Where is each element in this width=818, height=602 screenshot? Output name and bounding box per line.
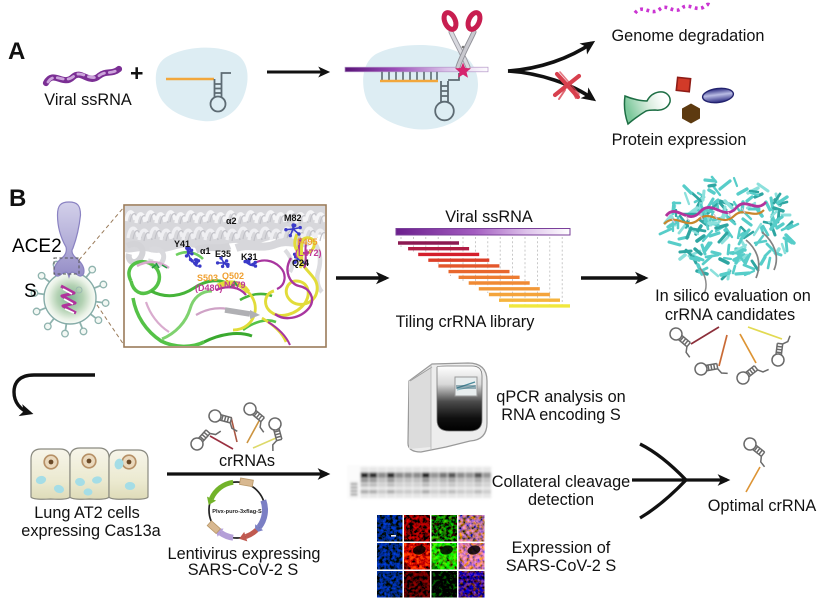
svg-text:Genome degradation: Genome degradation (612, 27, 765, 45)
svg-text:SARS-CoV-2 S: SARS-CoV-2 S (188, 561, 299, 579)
svg-text:Collateral cleavage: Collateral cleavage (492, 473, 630, 491)
svg-text:A: A (8, 38, 25, 65)
svg-text:crRNAs: crRNAs (219, 452, 275, 470)
svg-text:N479: N479 (224, 280, 246, 290)
svg-text:(L472): (L472) (295, 248, 322, 258)
svg-text:Y41: Y41 (174, 239, 190, 249)
svg-text:K31: K31 (241, 252, 258, 262)
svg-text:crRNA candidates: crRNA candidates (665, 306, 795, 324)
svg-text:M82: M82 (284, 213, 302, 223)
svg-text:S503: S503 (197, 273, 218, 283)
svg-text:+: + (130, 60, 143, 86)
svg-text:RNA encoding S: RNA encoding S (501, 406, 621, 424)
svg-text:F495: F495 (297, 237, 318, 247)
svg-text:Tiling crRNA library: Tiling crRNA library (396, 313, 536, 331)
svg-text:Plvx-puro-3xflag-S: Plvx-puro-3xflag-S (212, 509, 262, 515)
svg-text:qPCR analysis on: qPCR analysis on (496, 388, 625, 406)
svg-text:S: S (24, 281, 37, 302)
svg-text:Lung AT2 cells: Lung AT2 cells (34, 504, 140, 522)
svg-text:Viral ssRNA: Viral ssRNA (445, 208, 533, 226)
svg-text:α1: α1 (200, 246, 211, 256)
svg-text:ACE2: ACE2 (12, 236, 62, 257)
svg-text:Optimal crRNA: Optimal crRNA (708, 497, 817, 515)
svg-text:expressing Cas13a: expressing Cas13a (21, 522, 161, 540)
svg-text:Lentivirus expressing: Lentivirus expressing (168, 545, 321, 563)
svg-text:Viral ssRNA: Viral ssRNA (44, 91, 132, 109)
svg-text:(D480): (D480) (195, 283, 223, 293)
svg-text:Q502: Q502 (222, 271, 244, 281)
svg-text:detection: detection (528, 491, 594, 509)
svg-text:Expression of: Expression of (512, 539, 611, 557)
svg-text:B: B (9, 185, 26, 212)
svg-text:In silico evaluation on: In silico evaluation on (655, 287, 811, 305)
svg-text:E35: E35 (215, 249, 231, 259)
svg-text:Q24: Q24 (292, 258, 309, 268)
svg-text:Protein expression: Protein expression (612, 131, 747, 149)
svg-text:SARS-CoV-2 S: SARS-CoV-2 S (506, 557, 617, 575)
svg-text:α2: α2 (226, 216, 237, 226)
